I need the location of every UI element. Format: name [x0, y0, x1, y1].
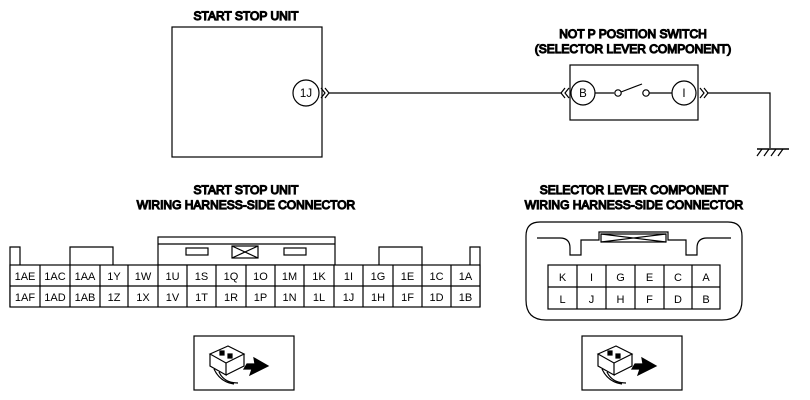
pin-label: C: [674, 272, 682, 284]
harness-connector-probe-icon: [193, 335, 295, 391]
pin-label: J: [589, 294, 595, 306]
switch-label-line1: NOT P POSITION SWITCH: [559, 27, 707, 41]
pin-label: 1W: [135, 271, 152, 283]
svg-text:B: B: [579, 88, 587, 100]
pin-label: K: [559, 272, 567, 284]
right-connector-grid: [547, 264, 721, 310]
pin-label: B: [702, 294, 709, 306]
switch-contact-left: [614, 89, 622, 97]
pin-label: 1C: [429, 271, 443, 283]
pin-label: 1S: [195, 271, 208, 283]
pin-label: 1M: [282, 271, 297, 283]
switch-blade: [620, 83, 643, 93]
pin-label: G: [616, 272, 625, 284]
pin-label: 1AD: [44, 292, 65, 304]
pin-label: D: [674, 294, 682, 306]
pin-label: 1Y: [107, 271, 121, 283]
switch-terminal-b: B: [570, 80, 596, 106]
ground-icon: [756, 148, 789, 157]
pin-label: 1X: [136, 292, 150, 304]
pin-label: 1H: [371, 292, 385, 304]
pin-label: 1E: [401, 271, 414, 283]
pin-label: 1I: [344, 271, 353, 283]
pin-label: 1F: [401, 292, 414, 304]
harness-connector-probe-icon: [581, 335, 683, 391]
pin-label: 1K: [312, 271, 326, 283]
svg-text:I: I: [682, 88, 685, 100]
left-connector-top-row: 1AE 1AC 1AA 1Y 1W 1U 1S 1Q 1O 1M 1K 1I 1…: [15, 271, 473, 283]
pin-label: 1AC: [44, 271, 65, 283]
pin-label: 1D: [429, 292, 443, 304]
pin-label: L: [559, 294, 565, 306]
pin-label: 1R: [224, 292, 238, 304]
pin-label: 1AF: [15, 292, 35, 304]
pin-label: A: [702, 272, 710, 284]
pin-label: H: [617, 294, 625, 306]
right-connector-title-2: WIRING HARNESS-SIDE CONNECTOR: [525, 198, 744, 212]
pin-label: 1J: [343, 292, 355, 304]
left-connector-bottom-row: 1AF 1AD 1AB 1Z 1X 1V 1T 1R 1P 1N 1L 1J 1…: [15, 292, 472, 304]
pin-label: 1P: [254, 292, 267, 304]
pin-label: F: [646, 294, 653, 306]
left-connector-grid: [9, 264, 481, 308]
left-connector-title-1: START STOP UNIT: [194, 183, 300, 197]
switch-contact-right: [642, 89, 650, 97]
switch-label-line2: (SELECTOR LEVER COMPONENT): [535, 42, 731, 56]
pin-label: 1AE: [15, 271, 36, 283]
pin-label: 1O: [253, 271, 268, 283]
pin-label: 1T: [195, 292, 208, 304]
pin-label: 1V: [166, 292, 180, 304]
unit-terminal-1j: 1J: [292, 79, 320, 107]
left-connector-housing: [9, 236, 481, 307]
right-connector-top-row: K I G E C A: [559, 272, 711, 284]
connector-mark-switch-right: [699, 87, 709, 99]
pin-label: 1U: [165, 271, 179, 283]
pin-label: 1G: [371, 271, 386, 283]
pin-label: 1Q: [224, 271, 239, 283]
left-connector-title-2: WIRING HARNESS-SIDE CONNECTOR: [137, 198, 356, 212]
pin-label: 1Z: [108, 292, 121, 304]
pin-label: E: [646, 272, 653, 284]
svg-text:1J: 1J: [300, 88, 312, 100]
pin-label: 1L: [313, 292, 325, 304]
start-stop-unit-label: START STOP UNIT: [194, 9, 300, 23]
right-connector-bottom-row: L J H F D B: [559, 294, 709, 306]
pin-label: 1B: [459, 292, 472, 304]
pin-label: 1AA: [75, 271, 96, 283]
pin-label: 1N: [282, 292, 296, 304]
switch-terminal-i: I: [671, 80, 697, 106]
pin-label: 1AB: [75, 292, 96, 304]
connector-mark-switch-left: [560, 87, 570, 99]
right-connector-title-1: SELECTOR LEVER COMPONENT: [540, 183, 729, 197]
ground-wire: [708, 92, 771, 148]
pin-label: 1A: [459, 271, 473, 283]
pin-label: I: [590, 272, 593, 284]
